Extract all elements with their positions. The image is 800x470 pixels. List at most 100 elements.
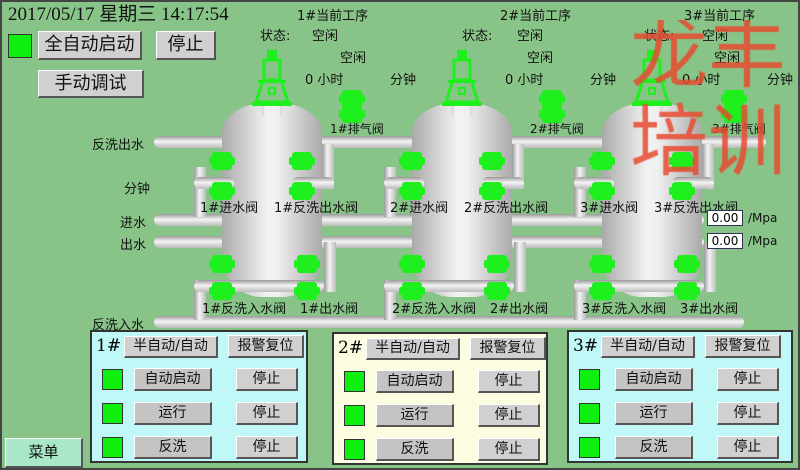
auto-start-stop-button[interactable]: 停止 — [236, 368, 298, 391]
run-indicator — [344, 405, 365, 426]
mode-toggle-button[interactable]: 半自动/自动 — [601, 336, 695, 358]
process-valve-icon[interactable] — [479, 182, 505, 200]
stop-button[interactable]: 停止 — [156, 31, 216, 60]
backwash-in-valve-label: 2#反洗入水阀 — [392, 302, 477, 317]
process-valve-icon[interactable] — [209, 255, 235, 273]
menu-button[interactable]: 菜单 — [5, 438, 83, 468]
process-valve-icon[interactable] — [209, 152, 235, 170]
backwash-stop-button[interactable]: 停止 — [717, 436, 779, 459]
vent-valve-icon[interactable] — [339, 105, 365, 123]
backwash-indicator — [344, 439, 365, 460]
backwash-out-valve-label: 2#反洗出水阀 — [464, 201, 549, 216]
unit-2-control-panel: 2#半自动/自动报警复位自动启动停止运行停止反洗停止 — [332, 332, 548, 465]
process-valve-icon[interactable] — [484, 255, 510, 273]
process-valve-icon[interactable] — [669, 152, 695, 170]
auto-start-button[interactable]: 自动启动 — [376, 370, 454, 393]
process-valve-icon[interactable] — [589, 152, 615, 170]
process-valve-icon[interactable] — [484, 282, 510, 300]
auto-start-indicator — [344, 371, 365, 392]
vent-valve-label: 1#排气阀 — [330, 122, 384, 136]
minutes-label: 分钟 — [124, 182, 151, 197]
process-title: 2#当前工序 — [500, 9, 572, 24]
unit-1-control-panel: 1#半自动/自动报警复位自动启动停止运行停止反洗停止 — [90, 330, 308, 463]
inlet-valve-label: 2#进水阀 — [390, 201, 449, 216]
outlet-pressure-field[interactable]: 0.00 — [707, 233, 743, 249]
process-valve-icon[interactable] — [479, 152, 505, 170]
pipe-segment — [324, 242, 336, 292]
backwash-button[interactable]: 反洗 — [376, 438, 454, 461]
pipe-segment — [704, 242, 716, 292]
pipe-segment — [514, 242, 526, 292]
status-label: 状态: — [260, 29, 291, 44]
outlet-valve-label: 3#出水阀 — [680, 302, 739, 317]
process-valve-icon[interactable] — [674, 282, 700, 300]
agitator-motor-icon — [252, 50, 292, 118]
auto-start-stop-button[interactable]: 停止 — [717, 368, 779, 391]
process-valve-icon[interactable] — [294, 255, 320, 273]
agitator-motor-icon — [442, 50, 482, 118]
auto-start-stop-button[interactable]: 停止 — [478, 370, 540, 393]
process-valve-icon[interactable] — [399, 255, 425, 273]
backwash-button[interactable]: 反洗 — [615, 436, 693, 459]
status-label: 状态: — [644, 29, 675, 44]
elapsed-minutes: 分钟 — [590, 73, 617, 88]
process-valve-icon[interactable] — [209, 282, 235, 300]
backwash-button[interactable]: 反洗 — [134, 436, 212, 459]
process-valve-icon[interactable] — [289, 182, 315, 200]
elapsed-hours: 0 小时 — [305, 73, 344, 88]
outlet-pressure-unit: /Mpa — [748, 234, 778, 248]
vent-valve-label: 2#排气阀 — [530, 122, 584, 136]
vent-valve-icon[interactable] — [539, 105, 565, 123]
status-value: 空闲 — [517, 29, 544, 44]
auto-start-button[interactable]: 自动启动 — [615, 368, 693, 391]
pipe-label-backwash-out: 反洗出水 — [92, 138, 145, 153]
inlet-pressure-field[interactable]: 0.00 — [707, 210, 743, 226]
panel-unit-id: 3# — [573, 336, 599, 356]
inlet-valve-label: 1#进水阀 — [200, 201, 259, 216]
alarm-reset-button[interactable]: 报警复位 — [470, 337, 546, 360]
run-button[interactable]: 运行 — [615, 402, 693, 425]
run-indicator — [102, 403, 123, 424]
pipe-label-outlet: 出水 — [120, 238, 147, 253]
datetime: 2017/05/17 星期三 14:17:54 — [8, 4, 229, 25]
auto-start-indicator — [579, 369, 600, 390]
mode-toggle-button[interactable]: 半自动/自动 — [124, 336, 218, 358]
alarm-reset-button[interactable]: 报警复位 — [705, 335, 781, 358]
vent-valve-icon[interactable] — [339, 90, 365, 108]
backwash-out-valve-label: 1#反洗出水阀 — [274, 201, 359, 216]
process-title: 3#当前工序 — [684, 9, 756, 24]
process-valve-icon[interactable] — [399, 282, 425, 300]
process-valve-icon[interactable] — [399, 152, 425, 170]
run-stop-button[interactable]: 停止 — [478, 404, 540, 427]
current-step: 空闲 — [527, 51, 554, 66]
run-button[interactable]: 运行 — [134, 402, 212, 425]
panel-unit-id: 2# — [338, 338, 364, 358]
process-valve-icon[interactable] — [674, 255, 700, 273]
manual-debug-button[interactable]: 手动调试 — [38, 70, 144, 98]
backwash-stop-button[interactable]: 停止 — [478, 438, 540, 461]
vent-valve-icon[interactable] — [539, 90, 565, 108]
outlet-valve-label: 2#出水阀 — [490, 302, 549, 317]
auto-start-button[interactable]: 自动启动 — [134, 368, 212, 391]
process-valve-icon[interactable] — [589, 255, 615, 273]
current-step: 空闲 — [340, 51, 367, 66]
run-stop-button[interactable]: 停止 — [717, 402, 779, 425]
process-valve-icon[interactable] — [294, 282, 320, 300]
auto-start-button[interactable]: 全自动启动 — [38, 31, 142, 60]
process-valve-icon[interactable] — [289, 152, 315, 170]
backwash-indicator — [102, 437, 123, 458]
process-valve-icon[interactable] — [589, 182, 615, 200]
alarm-reset-button[interactable]: 报警复位 — [228, 335, 304, 358]
process-valve-icon[interactable] — [589, 282, 615, 300]
backwash-stop-button[interactable]: 停止 — [236, 436, 298, 459]
current-step: 空闲 — [714, 51, 741, 66]
auto-start-indicator — [102, 369, 123, 390]
mode-toggle-button[interactable]: 半自动/自动 — [366, 338, 460, 360]
process-valve-icon[interactable] — [209, 182, 235, 200]
run-stop-button[interactable]: 停止 — [236, 402, 298, 425]
elapsed-minutes: 分钟 — [390, 73, 417, 88]
process-valve-icon[interactable] — [399, 182, 425, 200]
run-button[interactable]: 运行 — [376, 404, 454, 427]
elapsed-hours: 0 小时 — [682, 73, 721, 88]
